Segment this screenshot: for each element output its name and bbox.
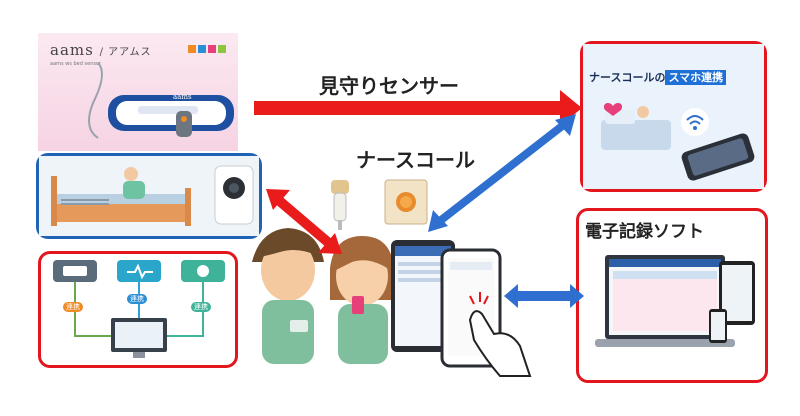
aams-logo: aams / アアムス — [50, 41, 152, 59]
link-badge-2: 連携 — [127, 294, 147, 304]
bed-and-camera-illustration — [39, 156, 259, 236]
smartphone-title: ナースコールのスマホ連携 — [589, 69, 727, 85]
call-button-icon — [384, 179, 428, 225]
bedside-camera-panel — [36, 153, 262, 239]
svg-text:aams: aams — [173, 93, 192, 101]
sensor-label: 見守りセンサー — [319, 74, 459, 98]
nurse-call-label: ナースコール — [356, 148, 475, 172]
sensor-pad-illustration: aams — [88, 62, 234, 139]
male-nurse-illustration — [252, 228, 324, 364]
tablet-illustration — [391, 240, 532, 377]
aams-logo-text: aams — [50, 41, 94, 59]
aams-subtext: aams ws bed sensor — [50, 61, 102, 67]
ehr-software-panel: 電子記録ソフト — [576, 208, 768, 383]
ehr-devices-illustration — [595, 255, 755, 347]
feature-badges — [188, 45, 232, 59]
camera-nurse-arrow — [266, 189, 342, 254]
nurse-call-handset-icon — [331, 180, 349, 230]
device-link-diagram — [53, 260, 225, 358]
smartphone-link-illustration — [583, 44, 764, 189]
tablet-ehr-arrow — [504, 284, 584, 308]
smartphone-title-prefix: ナースコールの — [589, 71, 666, 84]
aams-sensor-panel: aams / アアムス aams ws bed sensor aams — [38, 33, 238, 151]
aams-product-name: アアムス — [108, 47, 152, 58]
female-nurse-illustration — [330, 236, 394, 364]
link-badge-1: 連携 — [63, 302, 83, 312]
smartphone-link-panel: ナースコールのスマホ連携 — [580, 41, 767, 192]
link-badge-3: 連携 — [191, 302, 211, 312]
smartphone-title-highlight: スマホ連携 — [665, 70, 727, 85]
device-link-panel: 連携 連携 連携 — [38, 251, 238, 368]
nurse-call-smartphone-arrow — [428, 114, 576, 232]
ehr-software-label: 電子記録ソフト — [585, 222, 704, 242]
